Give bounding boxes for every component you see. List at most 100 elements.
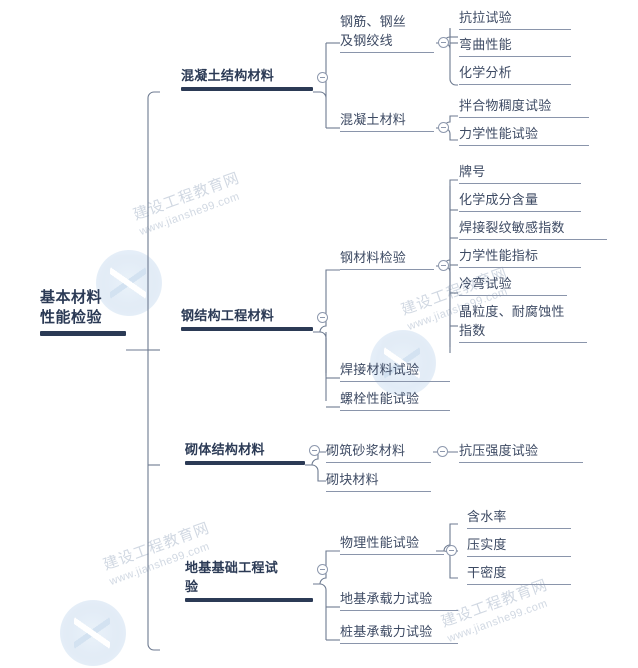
node-steel-rebar-wire[interactable]: 钢筋、钢丝 及钢绞线	[340, 12, 434, 53]
leaf-moisture-content[interactable]: 含水率	[467, 507, 571, 529]
leaf-compaction-degree[interactable]: 压实度	[467, 535, 571, 557]
leaf-cold-bending-test-underline	[459, 295, 567, 296]
leaf-chemical-composition-underline	[459, 211, 581, 212]
leaf-grain-size-corrosion-index-label: 晶粒度、耐腐蚀性 指数	[459, 304, 565, 338]
edge-b4-down	[319, 583, 327, 640]
node-steel-material-inspection-label: 钢材料检验	[340, 250, 407, 265]
leaf-grade-number-label: 牌号	[459, 164, 486, 179]
collapse-toggle-branch-2[interactable]	[317, 312, 328, 323]
leaf-grain-size-corrosion-index[interactable]: 晶粒度、耐腐蚀性 指数	[459, 302, 587, 343]
node-pile-bearing-capacity-test-underline	[340, 643, 458, 644]
branch-node-1[interactable]: 混凝土结构材料	[181, 66, 313, 91]
collapse-toggle-branch-1[interactable]	[317, 72, 328, 83]
branch-node-1-label: 混凝土结构材料	[181, 68, 275, 83]
leaf-mix-consistency-test-label: 拌合物稠度试验	[459, 98, 552, 113]
root-node-underline	[40, 331, 126, 336]
node-welding-material-test[interactable]: 焊接材料试验	[340, 360, 450, 382]
leaf-grain-size-corrosion-index-underline	[459, 342, 587, 343]
leaf-bending-property[interactable]: 弯曲性能	[459, 35, 571, 57]
node-bolt-performance-test[interactable]: 螺栓性能试验	[340, 389, 450, 411]
node-physical-property-test[interactable]: 物理性能试验	[340, 533, 444, 555]
leaf-cold-bending-test[interactable]: 冷弯试验	[459, 274, 567, 296]
branch-node-4[interactable]: 地基基础工程试 验	[185, 558, 313, 602]
node-steel-rebar-wire-underline	[340, 52, 434, 53]
node-physical-property-test-label: 物理性能试验	[340, 535, 420, 550]
branch-node-2-label: 钢结构工程材料	[181, 308, 275, 323]
node-foundation-bearing-capacity-test[interactable]: 地基承载力试验	[340, 589, 458, 611]
leaf-tensile-test-underline	[459, 29, 571, 30]
leaf-mechanical-property-index[interactable]: 力学性能指标	[459, 246, 581, 268]
node-welding-material-test-underline	[340, 381, 450, 382]
collapse-toggle-branch-3[interactable]	[309, 445, 320, 456]
edge-trunk	[147, 91, 160, 651]
branch-node-1-underline	[181, 87, 313, 91]
leaf-bending-property-label: 弯曲性能	[459, 37, 512, 52]
collapse-toggle-steel-material-inspection[interactable]	[438, 260, 449, 271]
node-masonry-block-material[interactable]: 砌块材料	[326, 470, 431, 492]
collapse-toggle-concrete-material[interactable]	[438, 122, 449, 133]
root-node[interactable]: 基本材料 性能检验	[40, 288, 126, 336]
leaf-grade-number[interactable]: 牌号	[459, 162, 581, 184]
collapse-toggle-branch-4[interactable]	[317, 564, 328, 575]
node-bolt-performance-test-label: 螺栓性能试验	[340, 391, 420, 406]
node-masonry-block-material-label: 砌块材料	[326, 472, 379, 487]
leaf-chemical-analysis-underline	[459, 84, 571, 85]
leaf-chemical-analysis[interactable]: 化学分析	[459, 63, 571, 85]
site-logo-watermark	[60, 600, 126, 666]
node-steel-material-inspection[interactable]: 钢材料检验	[340, 248, 434, 270]
leaf-dry-density-underline	[467, 584, 571, 585]
node-masonry-mortar-material-underline	[326, 462, 431, 463]
node-pile-bearing-capacity-test[interactable]: 桩基承载力试验	[340, 622, 458, 644]
node-masonry-mortar-material-label: 砌筑砂浆材料	[326, 443, 406, 458]
node-physical-property-test-underline	[340, 554, 444, 555]
node-welding-material-test-label: 焊接材料试验	[340, 362, 420, 377]
edge-b2c1-down	[443, 265, 451, 347]
node-concrete-material[interactable]: 混凝土材料	[340, 110, 434, 132]
leaf-mechanical-property-test-underline	[459, 145, 589, 146]
watermark-line-2: www.jianshe99.com	[137, 190, 242, 238]
branch-node-4-label: 地基基础工程试 验	[185, 560, 279, 594]
watermark-line-1: 建设工程教育网	[131, 169, 243, 224]
branch-node-2[interactable]: 钢结构工程材料	[181, 306, 313, 331]
leaf-mechanical-property-index-underline	[459, 267, 581, 268]
node-foundation-bearing-capacity-test-label: 地基承载力试验	[340, 591, 433, 606]
leaf-dry-density-label: 干密度	[467, 565, 507, 580]
node-masonry-block-material-underline	[326, 491, 431, 492]
leaf-compressive-strength-test-underline	[459, 462, 583, 463]
leaf-grade-number-underline	[459, 183, 581, 184]
branch-node-3-underline	[185, 461, 305, 465]
leaf-mechanical-property-index-label: 力学性能指标	[459, 248, 539, 263]
leaf-compaction-degree-label: 压实度	[467, 537, 507, 552]
node-concrete-material-label: 混凝土材料	[340, 112, 407, 127]
node-bolt-performance-test-underline	[340, 410, 450, 411]
branch-node-3-label: 砌体结构材料	[185, 442, 265, 457]
leaf-chemical-composition-label: 化学成分含量	[459, 192, 539, 207]
leaf-chemical-analysis-label: 化学分析	[459, 65, 512, 80]
leaf-dry-density[interactable]: 干密度	[467, 563, 571, 585]
leaf-moisture-content-label: 含水率	[467, 509, 507, 524]
node-concrete-material-underline	[340, 131, 434, 132]
collapse-toggle-steel-rebar-wire[interactable]	[438, 37, 449, 48]
branch-node-3[interactable]: 砌体结构材料	[185, 440, 305, 465]
branch-node-4-underline	[185, 598, 313, 602]
edge-b1-c1	[313, 43, 327, 99]
leaf-tensile-test[interactable]: 抗拉试验	[459, 8, 571, 30]
edge-b2-c1	[313, 269, 340, 333]
leaf-bending-property-underline	[459, 56, 571, 57]
leaf-mix-consistency-test[interactable]: 拌合物稠度试验	[459, 96, 589, 118]
leaf-mechanical-property-test[interactable]: 力学性能试验	[459, 124, 589, 146]
node-foundation-bearing-capacity-test-underline	[340, 610, 458, 611]
node-steel-material-inspection-underline	[340, 269, 434, 270]
leaf-weld-crack-sensitivity[interactable]: 焊接裂纹敏感指数	[459, 218, 607, 240]
node-masonry-mortar-material[interactable]: 砌筑砂浆材料	[326, 441, 431, 463]
leaf-chemical-composition[interactable]: 化学成分含量	[459, 190, 581, 212]
leaf-mechanical-property-test-label: 力学性能试验	[459, 126, 539, 141]
branch-node-2-underline	[181, 327, 313, 331]
leaf-compressive-strength-test[interactable]: 抗压强度试验	[459, 441, 583, 463]
leaf-mix-consistency-test-underline	[459, 117, 589, 118]
node-pile-bearing-capacity-test-label: 桩基承载力试验	[340, 624, 433, 639]
leaf-weld-crack-sensitivity-label: 焊接裂纹敏感指数	[459, 220, 565, 235]
collapse-toggle-masonry-mortar-material[interactable]	[437, 446, 448, 457]
collapse-toggle-physical-property-test[interactable]	[446, 545, 457, 556]
